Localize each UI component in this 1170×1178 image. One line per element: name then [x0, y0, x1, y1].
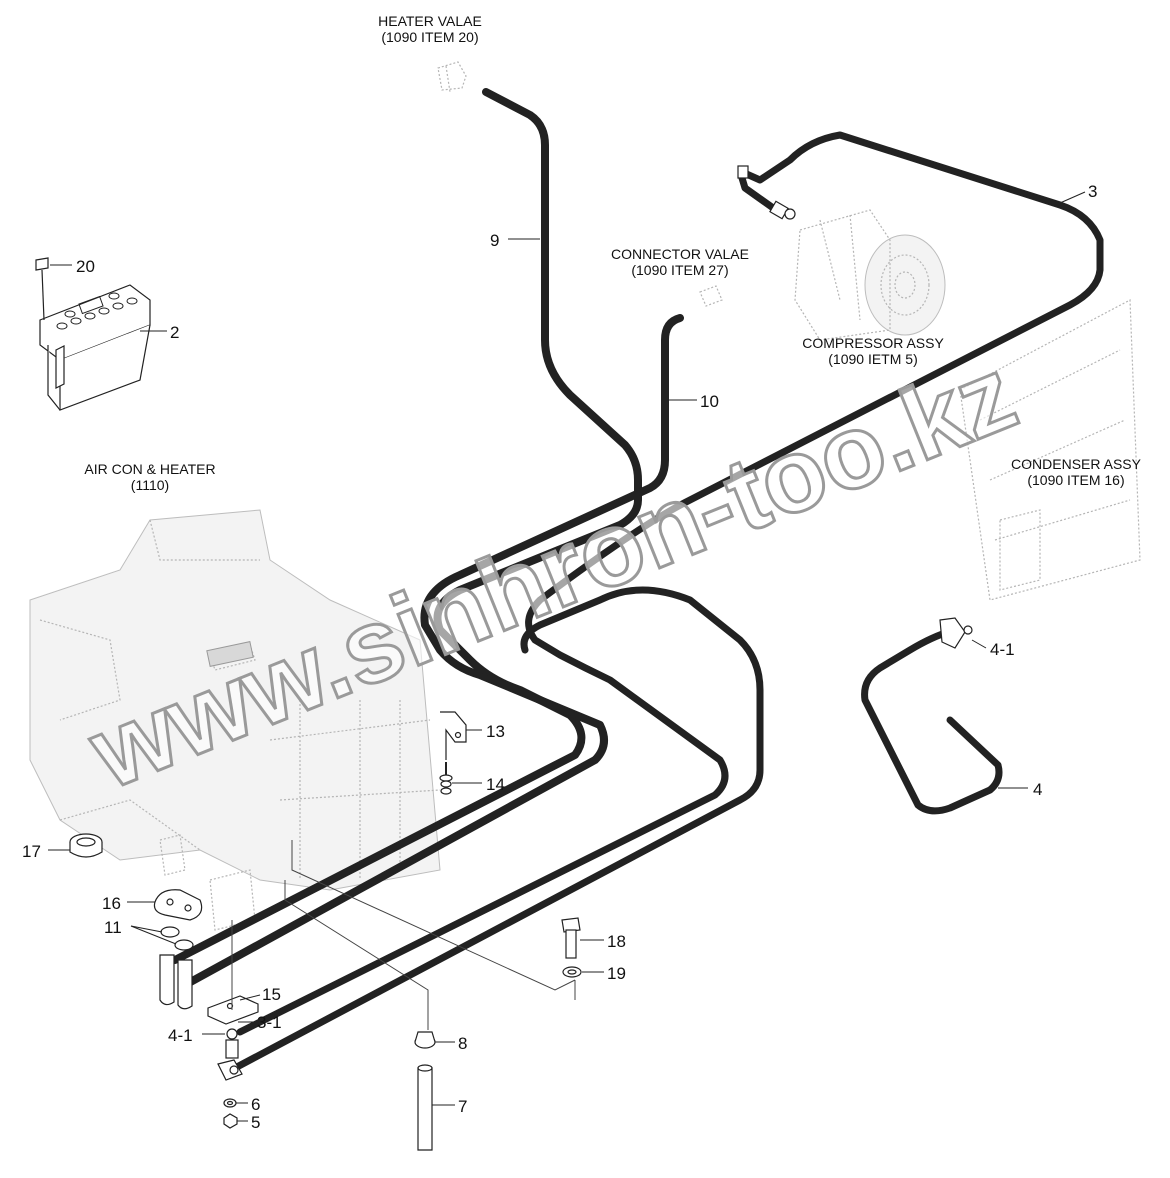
- svg-text:(1090 ITEM 27): (1090 ITEM 27): [631, 262, 728, 278]
- pipe-10-connector-hose: [181, 314, 684, 989]
- callout-6: 6: [251, 1095, 260, 1114]
- washer-6-part: [223, 1098, 237, 1108]
- svg-text:CONNECTOR VALAE: CONNECTOR VALAE: [611, 246, 749, 262]
- svg-text:(1090 ITEM 20): (1090 ITEM 20): [381, 29, 478, 45]
- callout-2: 2: [170, 323, 179, 342]
- callout-16: 16: [102, 894, 121, 913]
- callout-13: 13: [486, 722, 505, 741]
- fitting-lower-part: [217, 1059, 243, 1081]
- svg-text:(1110): (1110): [131, 477, 169, 493]
- svg-text:AIR CON & HEATER: AIR CON & HEATER: [84, 461, 215, 477]
- svg-text:(1090 IETM 5): (1090 IETM 5): [828, 351, 917, 367]
- pipe-3-compressor-line-b: [231, 174, 780, 1072]
- hose-7-part: [417, 1064, 433, 1151]
- seal-16-part: [153, 889, 203, 921]
- connector-valve-label: CONNECTOR VALAE (1090 ITEM 27): [611, 246, 749, 278]
- guide-lines: [231, 840, 576, 1030]
- tube-ends-part: [159, 954, 193, 1010]
- condenser-assy-label: CONDENSER ASSY (1090 ITEM 16): [1011, 456, 1142, 488]
- svg-text:(1090 ITEM 16): (1090 ITEM 16): [1027, 472, 1124, 488]
- callout-18: 18: [607, 932, 626, 951]
- condenser-assy-ghost: [959, 299, 1141, 601]
- callout-19: 19: [607, 964, 626, 983]
- callout-9: 9: [490, 231, 499, 250]
- callout-4-1-left: 4-1: [168, 1026, 193, 1045]
- callout-8: 8: [458, 1034, 467, 1053]
- nut-5-part: [223, 1113, 238, 1129]
- air-con-heater-label: AIR CON & HEATER (1110): [84, 461, 215, 493]
- svg-text:CONDENSER ASSY: CONDENSER ASSY: [1011, 456, 1142, 472]
- clip-8-part: [414, 1031, 436, 1049]
- callout-11: 11: [104, 918, 122, 937]
- heater-valve-ghost: [437, 61, 467, 93]
- condenser-fitting: [939, 617, 973, 649]
- svg-text:COMPRESSOR ASSY: COMPRESSOR ASSY: [802, 335, 944, 351]
- callouts: 9 10 3 2 20 4-1 4 13 14 17 16 11 15 3-1 …: [22, 182, 1097, 1132]
- fitting-3-1-part: [225, 1028, 239, 1059]
- washer-19-part: [562, 966, 582, 978]
- callout-10: 10: [700, 392, 719, 411]
- callout-20: 20: [76, 257, 95, 276]
- connector-valve-ghost: [699, 285, 723, 307]
- compressor-assy-label: COMPRESSOR ASSY (1090 IETM 5): [802, 335, 944, 367]
- callout-5: 5: [251, 1113, 260, 1132]
- pipe-3-compressor-line: [236, 131, 1104, 1036]
- callout-4-1-right: 4-1: [990, 640, 1015, 659]
- compressor-fittings: [737, 165, 796, 220]
- bolt-14-part: [439, 762, 453, 795]
- screw-20-part: [35, 257, 49, 321]
- compressor-assy-ghost: [794, 209, 946, 341]
- svg-text:HEATER VALAE: HEATER VALAE: [378, 13, 482, 29]
- grommet-17-part: [69, 833, 103, 858]
- callout-17: 17: [22, 842, 41, 861]
- pipe-4-condenser-line: [861, 626, 1003, 815]
- callout-3: 3: [1088, 182, 1097, 201]
- heater-valve-label: HEATER VALAE (1090 ITEM 20): [378, 13, 482, 45]
- leader-lines: [48, 191, 1086, 1122]
- clamp-11-part: [160, 926, 194, 951]
- control-panel-part: [39, 284, 151, 411]
- plate-15-part: [207, 995, 259, 1025]
- bracket-13-part: [440, 711, 467, 760]
- bolt-18-part: [561, 917, 581, 959]
- callout-7: 7: [458, 1097, 467, 1116]
- air-con-heater-ghost: [29, 509, 441, 931]
- callout-3-1: 3-1: [257, 1013, 282, 1032]
- callout-14: 14: [486, 775, 505, 794]
- callout-4: 4: [1033, 780, 1042, 799]
- callout-15: 15: [262, 985, 281, 1004]
